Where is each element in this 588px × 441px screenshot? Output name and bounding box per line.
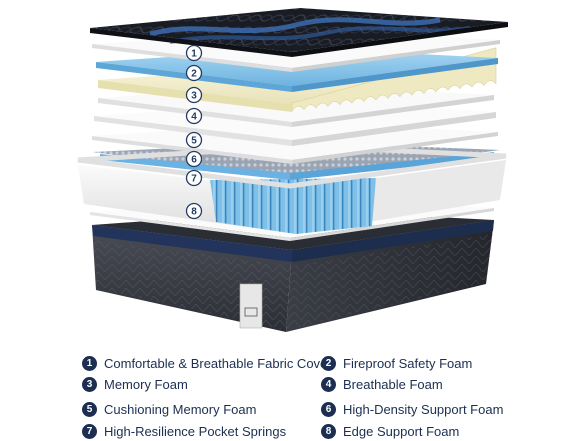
callout-number-1: 1 bbox=[191, 49, 197, 60]
legend-item-4: 4 Breathable Foam bbox=[321, 374, 443, 394]
legend-label-4: Breathable Foam bbox=[343, 376, 443, 392]
legend-item-5: 5 Cushioning Memory Foam bbox=[82, 399, 256, 419]
callout-number-7: 7 bbox=[191, 174, 197, 185]
mattress-base bbox=[92, 210, 494, 332]
legend-label-6: High-Density Support Foam bbox=[343, 401, 504, 417]
callout-2: 2 bbox=[185, 64, 203, 82]
callout-5: 5 bbox=[185, 131, 203, 149]
callout-circle-3 bbox=[185, 86, 203, 104]
legend-item-8: 8 Edge Support Foam bbox=[321, 421, 459, 441]
legend-label-7: High-Resilience Pocket Springs bbox=[104, 423, 287, 439]
legend-badge-4: 4 bbox=[321, 376, 336, 392]
legend-label-8: Edge Support Foam bbox=[343, 423, 460, 439]
callout-circle-8 bbox=[185, 202, 203, 220]
callout-3: 3 bbox=[185, 86, 203, 104]
legend-badge-6: 6 bbox=[321, 401, 336, 417]
callout-number-5: 5 bbox=[191, 136, 197, 147]
callout-6: 6 bbox=[185, 150, 203, 168]
legend-item-1: 1 Comfortable & Breathable Fabric Cover bbox=[82, 353, 332, 373]
callout-circle-5 bbox=[185, 131, 203, 149]
legend-item-3: 3 Memory Foam bbox=[82, 374, 188, 394]
legend-label-2: Fireproof Safety Foam bbox=[343, 355, 473, 371]
callout-number-8: 8 bbox=[191, 207, 197, 218]
callout-1: 1 bbox=[185, 44, 203, 62]
callout-number-6: 6 bbox=[191, 155, 197, 166]
callout-4: 4 bbox=[185, 107, 203, 125]
layer-legend: 1 Comfortable & Breathable Fabric Cover … bbox=[82, 353, 552, 439]
legend-label-3: Memory Foam bbox=[104, 376, 188, 392]
legend-badge-2: 2 bbox=[321, 355, 336, 371]
callout-7: 7 bbox=[185, 169, 203, 187]
legend-badge-3: 3 bbox=[82, 376, 97, 392]
legend-item-2: 2 Fireproof Safety Foam bbox=[321, 353, 472, 373]
brand-tag bbox=[239, 283, 263, 329]
mattress-layers-illustration: 1 2 3 4 5 6 7 8 bbox=[77, 8, 508, 332]
layer-fabric-cover bbox=[90, 8, 508, 57]
callout-number-3: 3 bbox=[191, 91, 197, 102]
callout-circle-6 bbox=[185, 150, 203, 168]
legend-badge-8: 8 bbox=[321, 423, 336, 439]
legend-item-6: 6 High-Density Support Foam bbox=[321, 399, 503, 419]
callout-8: 8 bbox=[185, 202, 203, 220]
legend-label-1: Comfortable & Breathable Fabric Cover bbox=[104, 355, 332, 371]
legend-badge-7: 7 bbox=[82, 423, 97, 439]
legend-label-5: Cushioning Memory Foam bbox=[104, 401, 257, 417]
callout-circle-1 bbox=[185, 44, 203, 62]
legend-badge-5: 5 bbox=[82, 401, 97, 417]
callout-number-2: 2 bbox=[191, 69, 197, 80]
legend-badge-1: 1 bbox=[82, 355, 97, 371]
legend-item-7: 7 High-Resilience Pocket Springs bbox=[82, 421, 286, 441]
callout-circle-7 bbox=[185, 169, 203, 187]
callout-circle-2 bbox=[185, 64, 203, 82]
callout-circle-4 bbox=[185, 107, 203, 125]
callouts-group: 1 2 3 4 5 6 7 8 bbox=[185, 44, 203, 220]
callout-number-4: 4 bbox=[191, 112, 197, 123]
